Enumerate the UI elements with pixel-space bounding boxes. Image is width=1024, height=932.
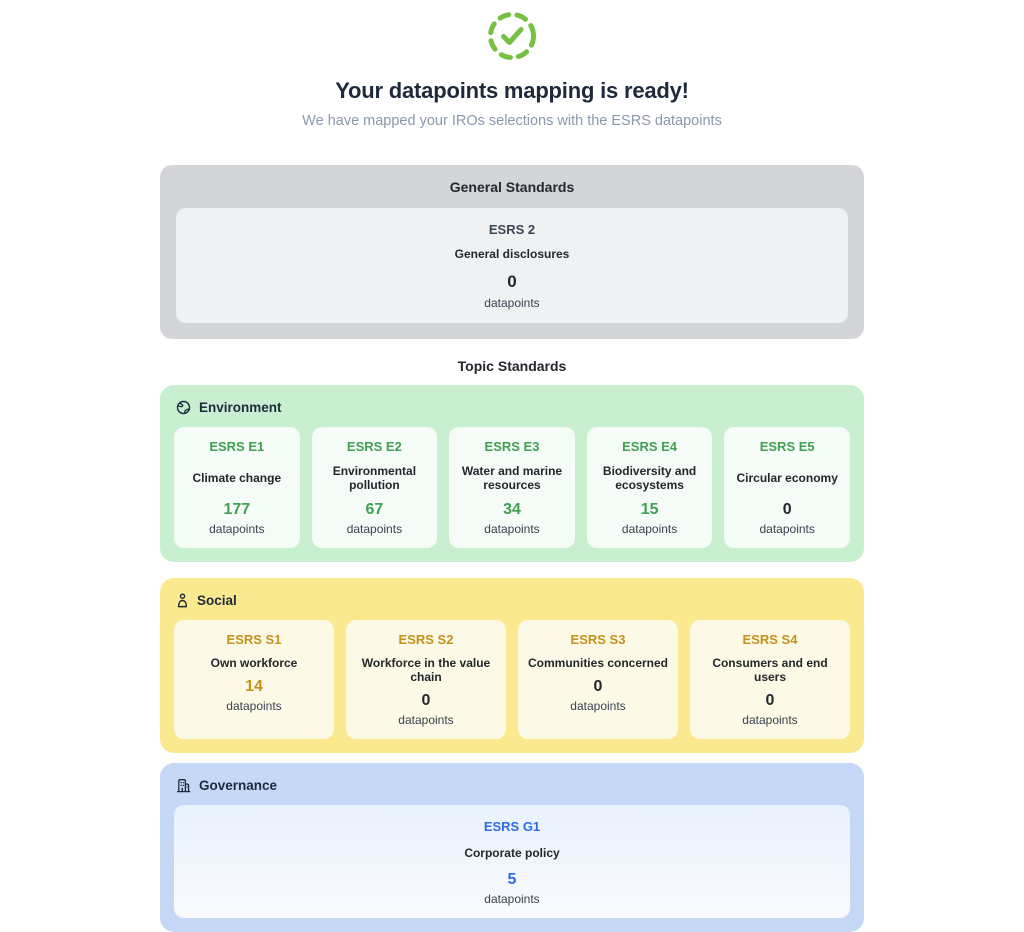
card-unit: datapoints	[621, 522, 678, 536]
card-name: Consumers and end users	[712, 656, 828, 684]
card-code: ESRS E1	[209, 439, 265, 454]
social-label: Social	[197, 593, 237, 608]
datapoints-mapping-page: Your datapoints mapping is ready! We hav…	[160, 0, 864, 932]
card-name: Circular economy	[736, 471, 838, 485]
card-count: 15	[640, 501, 659, 518]
environment-section: Environment ESRS E1 Climate change 177 d…	[160, 385, 864, 562]
card-count: 5	[507, 871, 517, 888]
card-name: Water and marine resources	[461, 464, 563, 492]
check-circle-dashed-icon	[488, 12, 536, 60]
card-code: ESRS E5	[759, 439, 815, 454]
card-count: 67	[365, 501, 384, 518]
card-count: 0	[765, 692, 775, 709]
card-unit: datapoints	[398, 713, 454, 727]
page-subtitle: We have mapped your IROs selections with…	[302, 113, 722, 129]
page-title: Your datapoints mapping is ready!	[335, 78, 689, 103]
card-unit: datapoints	[484, 522, 540, 536]
card-name: Workforce in the value chain	[361, 656, 491, 684]
card-unit: datapoints	[484, 892, 540, 906]
card-name: Environmental pollution	[332, 464, 417, 492]
esrs-s1-card: ESRS S1 Own workforce 14 datapoints	[174, 620, 334, 739]
card-code: ESRS E2	[346, 439, 402, 454]
social-header: Social	[176, 593, 850, 608]
card-unit: datapoints	[226, 699, 282, 713]
card-count: 177	[223, 501, 251, 518]
card-unit: datapoints	[209, 522, 265, 536]
general-standards-section: General Standards ESRS 2 General disclos…	[160, 165, 864, 339]
social-section: Social ESRS S1 Own workforce 14 datapoin…	[160, 578, 864, 753]
topic-standards-title: Topic Standards	[457, 358, 567, 374]
esrs-e1-card: ESRS E1 Climate change 177 datapoints	[174, 427, 300, 548]
general-standards-title: General Standards	[449, 179, 575, 195]
card-unit: datapoints	[346, 522, 403, 536]
card-count: 0	[593, 678, 603, 695]
esrs-g1-card: ESRS G1 Corporate policy 5 datapoints	[174, 805, 850, 918]
environment-cards: ESRS E1 Climate change 177 datapoints ES…	[174, 427, 850, 548]
esrs-2-card: ESRS 2 General disclosures 0 datapoints	[176, 208, 848, 323]
governance-section: Governance ESRS G1 Corporate policy 5 da…	[160, 763, 864, 932]
card-code: ESRS 2	[488, 222, 536, 237]
card-count: 0	[421, 692, 431, 709]
esrs-e5-card: ESRS E5 Circular economy 0 datapoints	[724, 427, 850, 548]
card-name: Climate change	[192, 471, 282, 485]
card-name: General disclosures	[454, 247, 570, 261]
environment-label: Environment	[199, 400, 282, 415]
card-code: ESRS S1	[226, 632, 282, 647]
governance-cards: ESRS G1 Corporate policy 5 datapoints	[174, 805, 850, 918]
card-name: Communities concerned	[527, 656, 669, 670]
card-count: 0	[782, 501, 792, 518]
card-unit: datapoints	[742, 713, 798, 727]
card-unit: datapoints	[570, 699, 626, 713]
governance-label: Governance	[199, 778, 278, 793]
social-cards: ESRS S1 Own workforce 14 datapoints ESRS…	[174, 620, 850, 739]
card-unit: datapoints	[759, 522, 815, 536]
card-unit: datapoints	[484, 296, 540, 310]
card-name: Biodiversity and ecosystems	[602, 464, 697, 492]
success-indicator	[160, 0, 864, 63]
card-name: Own workforce	[210, 656, 298, 670]
environment-header: Environment	[176, 400, 850, 415]
globe-icon	[176, 400, 191, 415]
card-code: ESRS S2	[398, 632, 454, 647]
card-code: ESRS S4	[742, 632, 798, 647]
governance-header: Governance	[176, 778, 850, 793]
card-count: 34	[503, 501, 521, 518]
person-icon	[177, 593, 188, 608]
esrs-s4-card: ESRS S4 Consumers and end users 0 datapo…	[690, 620, 850, 739]
card-code: ESRS S3	[570, 632, 626, 647]
esrs-e3-card: ESRS E3 Water and marine resources 34 da…	[449, 427, 575, 548]
building-icon	[177, 779, 191, 793]
card-count: 14	[245, 678, 263, 695]
card-code: ESRS E3	[484, 439, 540, 454]
esrs-e2-card: ESRS E2 Environmental pollution 67 datap…	[311, 427, 438, 548]
esrs-s3-card: ESRS S3 Communities concerned 0 datapoin…	[518, 620, 678, 739]
esrs-s2-card: ESRS S2 Workforce in the value chain 0 d…	[346, 620, 506, 739]
card-code: ESRS G1	[483, 819, 541, 834]
card-code: ESRS E4	[622, 439, 678, 454]
card-name: Corporate policy	[464, 846, 560, 860]
esrs-e4-card: ESRS E4 Biodiversity and ecosystems 15 d…	[586, 427, 713, 548]
card-count: 0	[507, 272, 517, 291]
